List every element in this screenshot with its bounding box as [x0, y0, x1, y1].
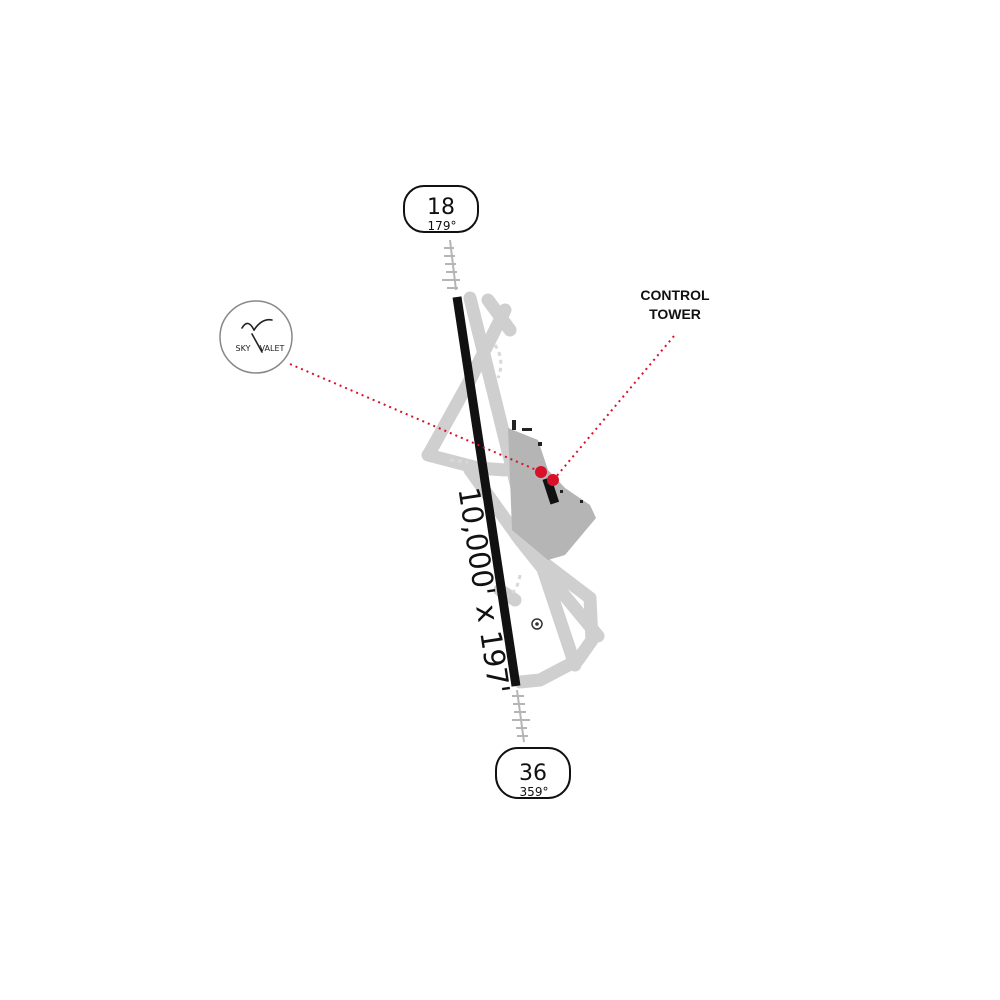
taxiways [421, 291, 605, 689]
runway-18-heading: 179° [428, 219, 457, 233]
west-connector-taxiway [421, 448, 512, 477]
south-connector-taxiway [513, 553, 599, 689]
control-tower-label-line2: TOWER [649, 306, 701, 322]
control-tower-label-line1: CONTROL [640, 287, 710, 303]
terminal-buildings [512, 420, 583, 503]
runway-18-number: 18 [427, 195, 455, 220]
approach-lights-north [442, 239, 460, 291]
skyvalet-logo-text-left: SKY [236, 344, 251, 353]
runway-18-label: 18 179° [403, 185, 479, 233]
control-tower-leader-line [554, 335, 675, 479]
leader-lines [289, 335, 675, 479]
runway-36-label: 36 359° [495, 747, 571, 799]
skyvalet-logo: SKY VALET [219, 300, 293, 374]
skyvalet-location-marker [535, 466, 547, 478]
skyvalet-logo-text-right: VALET [260, 344, 285, 353]
hold-markings [449, 344, 522, 598]
control-tower-building [542, 477, 560, 505]
control-tower-location-marker [547, 474, 559, 486]
runway [452, 296, 521, 687]
approach-lights-south [512, 689, 530, 743]
north-spur-taxiway [481, 293, 517, 337]
runway-36-heading: 359° [520, 785, 549, 799]
airport-reference-point [531, 618, 543, 630]
skyvalet-bird-icon [241, 318, 273, 353]
runway-36-number: 36 [519, 761, 547, 786]
